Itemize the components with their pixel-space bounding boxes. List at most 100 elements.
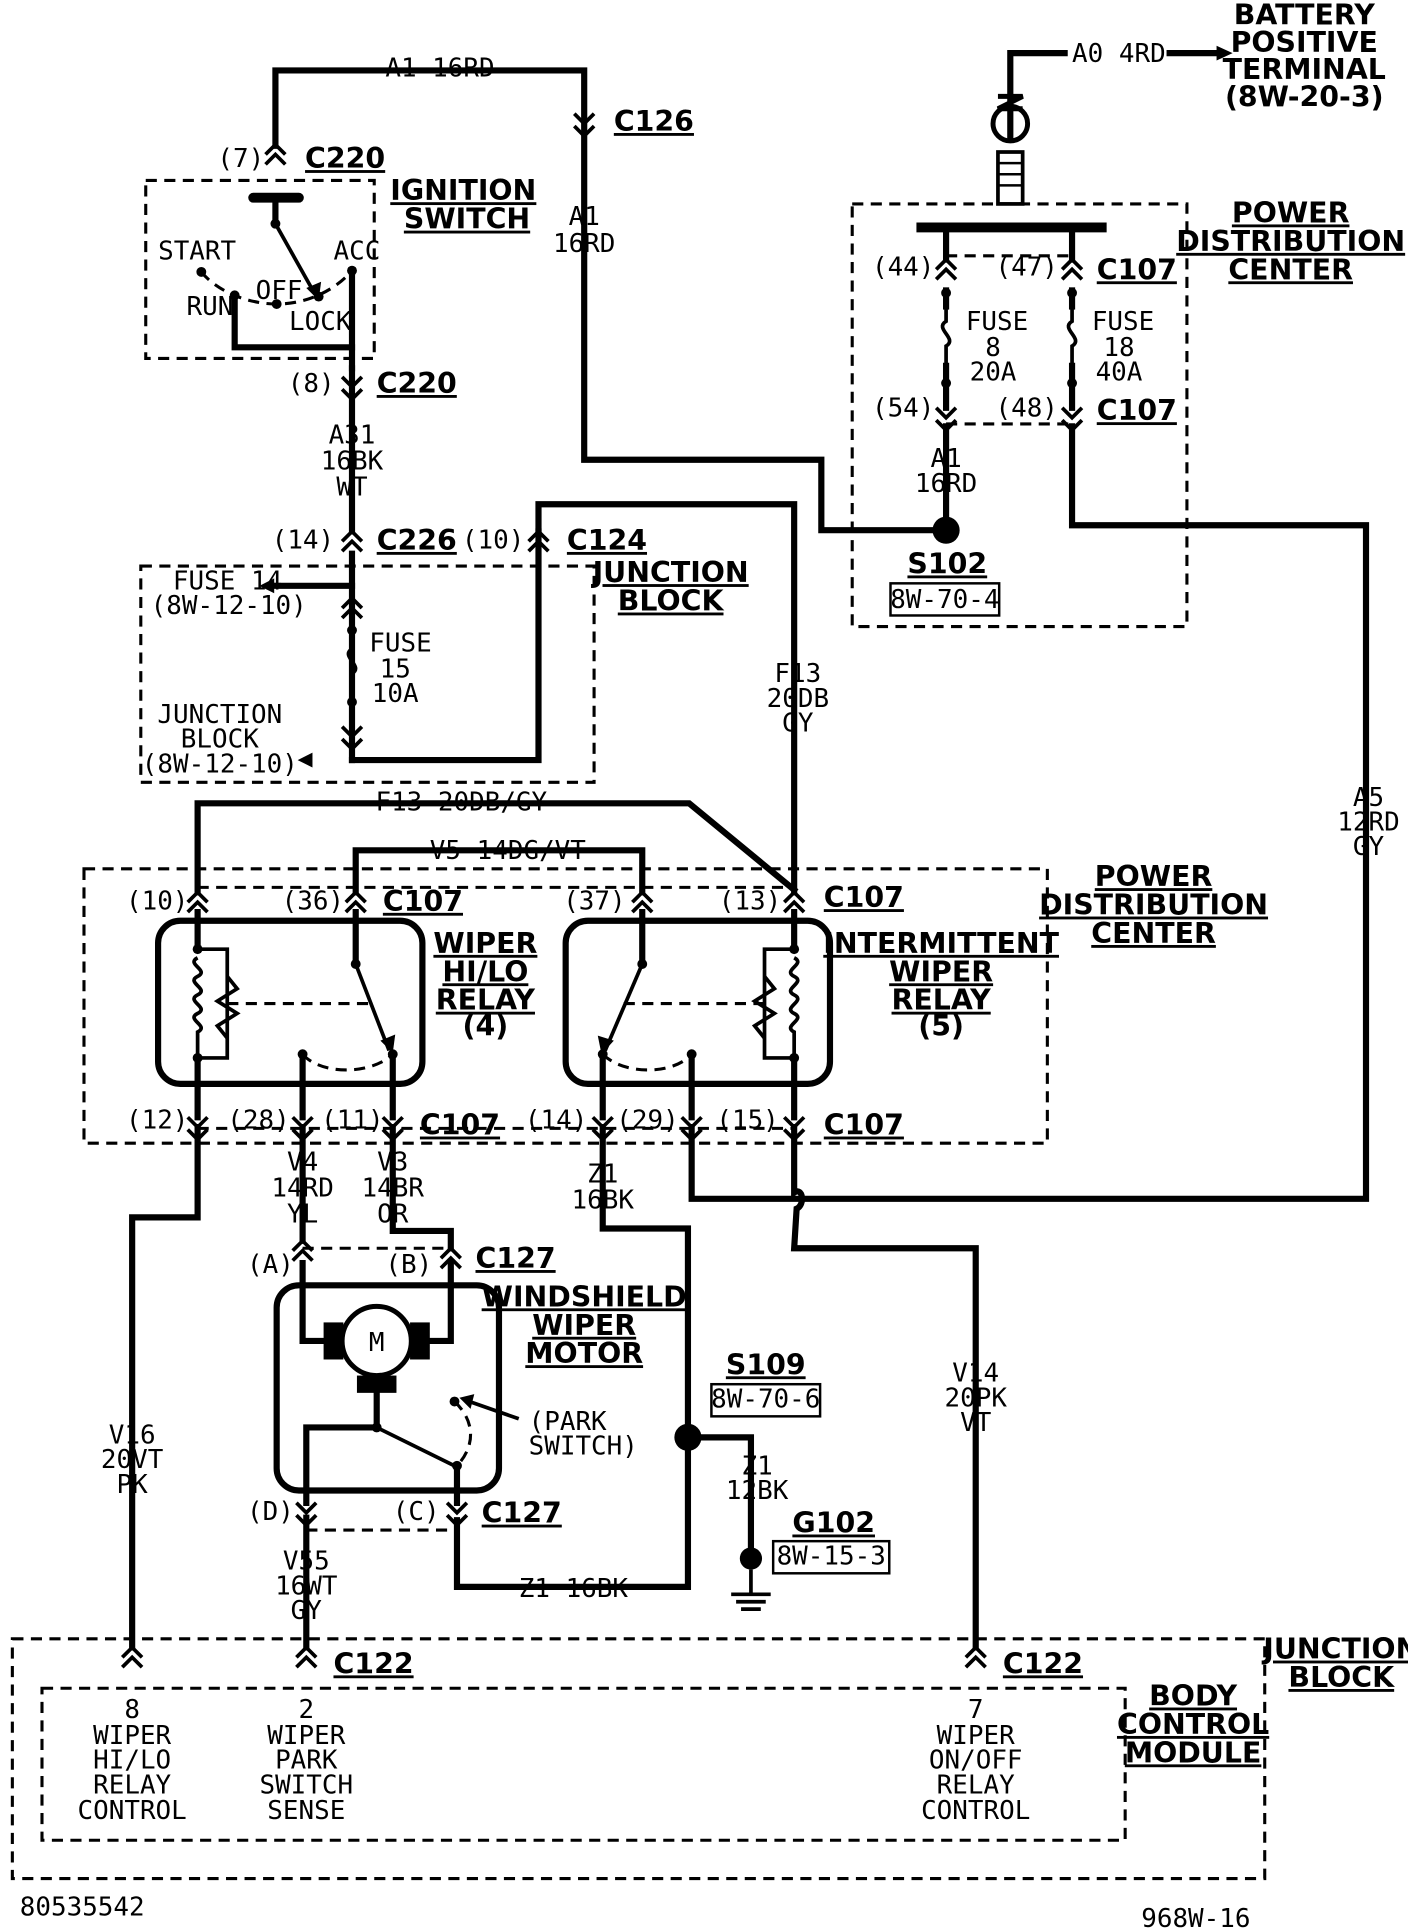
- footer-right: 968W-16: [1141, 1904, 1250, 1928]
- labels: BATTERY POSITIVE TERMINAL (8W-20-3) A0 4…: [20, 0, 1408, 1928]
- pdc-label-1: POWER: [1232, 196, 1350, 229]
- hilo-label-4: (4): [463, 1010, 509, 1043]
- connector-c220-bottom: C220: [377, 367, 457, 400]
- bcm-pin8-5: CONTROL: [78, 1796, 187, 1826]
- park-switch-label-1: (PARK: [529, 1407, 607, 1437]
- ignition-label-2: SWITCH: [404, 203, 530, 236]
- splice-icons: [674, 516, 1001, 1611]
- connector-c220-top: C220: [305, 142, 385, 175]
- wire-v3-1: V3: [377, 1147, 408, 1177]
- battery-label-3: TERMINAL: [1223, 53, 1386, 86]
- wire-f13-v-3: GY: [782, 709, 814, 739]
- bcm-pin8-2: WIPER: [93, 1721, 171, 1751]
- pdc2-label-3: CENTER: [1091, 917, 1216, 950]
- connector-c107-r2-bottom: C107: [824, 1109, 904, 1142]
- wire-v14-1: V14: [952, 1359, 999, 1389]
- bcm-pin2-4: SWITCH: [259, 1770, 353, 1800]
- fuse8-label-1: FUSE: [966, 307, 1028, 337]
- pin-7: (7): [217, 144, 264, 174]
- wire-a1-pdc-1: A1: [930, 444, 961, 474]
- ground-g102-ref: 8W-15-3: [777, 1542, 886, 1572]
- bcm-label-3: MODULE: [1125, 1736, 1262, 1769]
- connector-c226: C226: [377, 524, 457, 557]
- footer-left: 80535542: [20, 1893, 145, 1923]
- fuse8-label-2: 8: [985, 333, 1001, 363]
- wire-v3-3: OR: [377, 1199, 409, 1229]
- wire-a31-1: A31: [329, 421, 376, 451]
- battery-label-1: BATTERY: [1234, 0, 1376, 32]
- fuse18-label-3: 40A: [1096, 358, 1143, 388]
- wire-v55-3: GY: [291, 1596, 323, 1626]
- ignition-label-1: IGNITION: [390, 174, 536, 207]
- wire-v4-1: V4: [287, 1147, 318, 1177]
- wire-a1-mid-1: A1: [569, 202, 600, 232]
- switch-start: START: [158, 237, 236, 267]
- bcm-pin8-4: RELAY: [93, 1770, 171, 1800]
- fuse15-label-1: FUSE: [369, 628, 431, 658]
- motor-symbol: M: [369, 1328, 385, 1358]
- wire-v16-3: PK: [117, 1470, 149, 1500]
- jb-bottom-label-2: BLOCK: [1288, 1661, 1395, 1694]
- pin-29: (29): [616, 1105, 678, 1135]
- jb-ref-1: JUNCTION: [157, 700, 282, 730]
- pin-47: (47): [995, 253, 1057, 283]
- wire-z1c-2: 12BK: [726, 1476, 789, 1506]
- switch-lock: LOCK: [289, 307, 352, 337]
- bcm-pin2-1: 2: [298, 1695, 314, 1725]
- hilo-label-1: WIPER: [433, 927, 537, 960]
- pin-C: (C): [393, 1497, 440, 1527]
- fuse-icons: [259, 287, 1078, 768]
- switch-run: RUN: [186, 292, 233, 322]
- connector-c126: C126: [614, 105, 694, 138]
- connector-c107-pdc-bottom: C107: [1097, 394, 1177, 427]
- connector-c107-pdc-top: C107: [1097, 253, 1177, 286]
- fuse15-label-3: 10A: [372, 679, 419, 709]
- battery-terminal-icon: [916, 93, 1107, 263]
- wire-a31-3: WT: [336, 473, 368, 503]
- wire-a5-1: A5: [1353, 783, 1384, 813]
- bcm-pin7-5: CONTROL: [921, 1796, 1030, 1826]
- pin-37: (37): [563, 887, 625, 917]
- wire-v5: V5 14DG/VT: [430, 836, 586, 866]
- motor-label-1: WINDSHIELD: [482, 1280, 687, 1313]
- fuse15-label-2: 15: [380, 654, 411, 684]
- junction-block-label-1: JUNCTION: [591, 556, 749, 589]
- fuse18-label-1: FUSE: [1092, 307, 1154, 337]
- battery-label-2: POSITIVE: [1231, 26, 1378, 59]
- bcm-pin8-3: HI/LO: [93, 1746, 171, 1776]
- pin-D: (D): [247, 1497, 294, 1527]
- wire-f13-v-2: 20DB: [767, 684, 829, 714]
- wire-v55-1: V55: [283, 1547, 330, 1577]
- wire-z1b: Z1 16BK: [519, 1574, 629, 1604]
- wire-a1-pdc-2: 16RD: [915, 469, 977, 499]
- windshield-wiper-motor-icon: [273, 1282, 520, 1506]
- connector-c107-r1-top: C107: [383, 885, 463, 918]
- pdc-label-3: CENTER: [1228, 253, 1353, 286]
- wire-v16-2: 20VT: [101, 1445, 164, 1475]
- battery-label-4: (8W-20-3): [1225, 80, 1384, 113]
- wiper-hi-lo-relay-icon: [155, 909, 426, 1121]
- wire-a5-2: 12RD: [1337, 808, 1399, 838]
- pin-8: (8): [288, 369, 335, 399]
- pdc2-label-2: DISTRIBUTION: [1039, 889, 1268, 922]
- int-label-2: WIPER: [889, 955, 993, 988]
- wire-f13-v-1: F13: [774, 659, 821, 689]
- pdc-label-2: DISTRIBUTION: [1176, 225, 1405, 258]
- connector-c107-r1-bottom: C107: [420, 1109, 500, 1142]
- wire-a1-top: A1 16RD: [385, 54, 494, 84]
- hilo-label-2: HI/LO: [442, 955, 528, 988]
- wire-a5-3: GY: [1353, 832, 1385, 862]
- splice-s102: S102: [907, 547, 987, 580]
- wire-v4-3: YL: [287, 1199, 318, 1229]
- bcm-pin8-1: 8: [124, 1695, 140, 1725]
- pin-15: (15): [716, 1105, 778, 1135]
- ignition-switch-icon: [196, 192, 357, 372]
- bcm-label-1: BODY: [1149, 1680, 1237, 1713]
- ground-g102: G102: [792, 1507, 875, 1540]
- switch-acc: ACC: [333, 237, 380, 267]
- connector-c107-r2-top: C107: [824, 881, 904, 914]
- connector-c124: C124: [567, 524, 647, 557]
- wire-v16-1: V16: [109, 1421, 156, 1451]
- bcm-pin7-3: ON/OFF: [929, 1746, 1023, 1776]
